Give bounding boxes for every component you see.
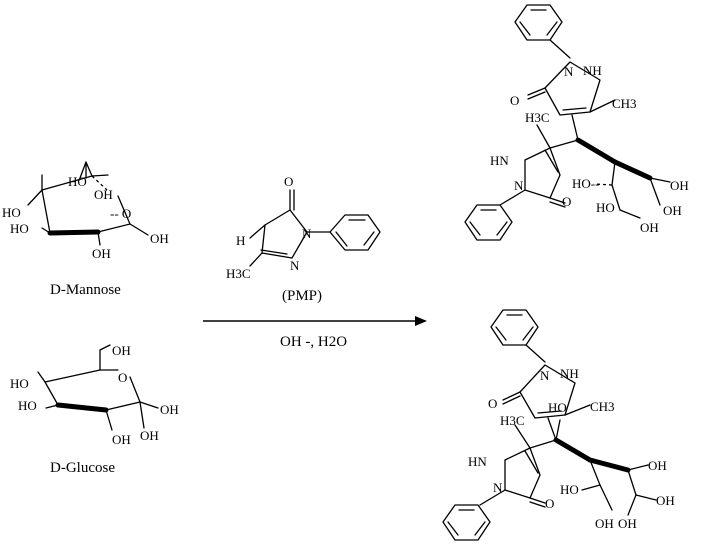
reaction-conditions: OH ‑, H2O <box>280 334 347 350</box>
p1-o-bottom: O <box>562 194 571 209</box>
p1-ch3: CH3 <box>612 96 637 111</box>
p1-hn: HN <box>490 153 509 168</box>
mannose-ho-bottom: HO <box>10 221 29 236</box>
pmp-carbonyl-o: O <box>284 174 293 189</box>
mannose-ho-top: HO <box>68 174 87 189</box>
d-mannose-label: D-Mannose <box>50 282 121 298</box>
mannose-oh-upper: OH <box>94 187 113 202</box>
d-glucose-label: D-Glucose <box>50 460 115 476</box>
p2-n-bottom: N <box>493 480 503 495</box>
p2-hn: HN <box>468 454 487 469</box>
glucose-ring-oxygen: O <box>118 370 127 385</box>
product-mannose-bis-pmp: N NH O CH3 H3C HN N O HO-- HO OH OH OH <box>464 4 689 241</box>
mannose-oh-anomeric: OH <box>150 231 169 246</box>
pmp-reagent-structure: O H N N H3C (PMP) <box>226 174 381 304</box>
product-glucose-bis-pmp: N NH O CH3 H3C HO HN N O OH OH OH HO OH <box>442 309 675 541</box>
p1-n-top: N <box>564 64 574 79</box>
glucose-ho-left: HO <box>10 376 29 391</box>
p2-n-top: N <box>540 368 550 383</box>
pmp-methyl: H3C <box>226 266 251 281</box>
p2-ho-left: HO <box>560 482 579 497</box>
glucose-oh-bottom: OH <box>112 432 131 447</box>
p2-oh-bottom-left: OH <box>595 516 614 531</box>
p2-o-bottom: O <box>545 496 554 511</box>
glucose-oh-top: OH <box>112 343 131 358</box>
p2-oh-right: OH <box>648 458 667 473</box>
p2-oh-right-lower: OH <box>656 493 675 508</box>
p2-o-top: O <box>488 396 497 411</box>
d-mannose-structure: HO OH -- O HO HO OH OH D-Mannose <box>2 161 169 298</box>
pmp-h: H <box>236 233 245 248</box>
p1-h3c: H3C <box>525 110 550 125</box>
p1-o-top: O <box>510 93 519 108</box>
pmp-n1: N <box>302 226 312 241</box>
d-glucose-structure: O OH HO HO OH OH OH D-Glucose <box>10 343 179 476</box>
p1-oh-bottom: OH <box>640 220 659 235</box>
mannose-ho-left: HO <box>2 205 21 220</box>
p1-ho-lower: HO <box>596 200 615 215</box>
p1-oh-right: OH <box>670 178 689 193</box>
pmp-label: (PMP) <box>282 288 322 304</box>
p2-ho-top: HO <box>548 400 567 415</box>
mannose-oh-bottom: OH <box>92 246 111 261</box>
p1-oh-right-lower: OH <box>663 203 682 218</box>
glucose-oh-anomeric: OH <box>140 428 159 443</box>
pmp-n2: N <box>290 258 300 273</box>
p1-ho-dash: HO-- <box>572 176 599 191</box>
p2-nh-top: NH <box>560 366 579 381</box>
mannose-ring-oxygen: -- O <box>110 206 131 221</box>
reaction-arrow: OH ‑, H2O <box>203 316 427 350</box>
p1-nh-top: NH <box>583 63 602 78</box>
glucose-oh-right: OH <box>160 402 179 417</box>
p2-ch3: CH3 <box>590 399 615 414</box>
p1-n-bottom: N <box>514 178 524 193</box>
p2-h3c: H3C <box>500 413 525 428</box>
p2-oh-bottom: OH <box>618 516 637 531</box>
glucose-ho-bottom: HO <box>18 398 37 413</box>
